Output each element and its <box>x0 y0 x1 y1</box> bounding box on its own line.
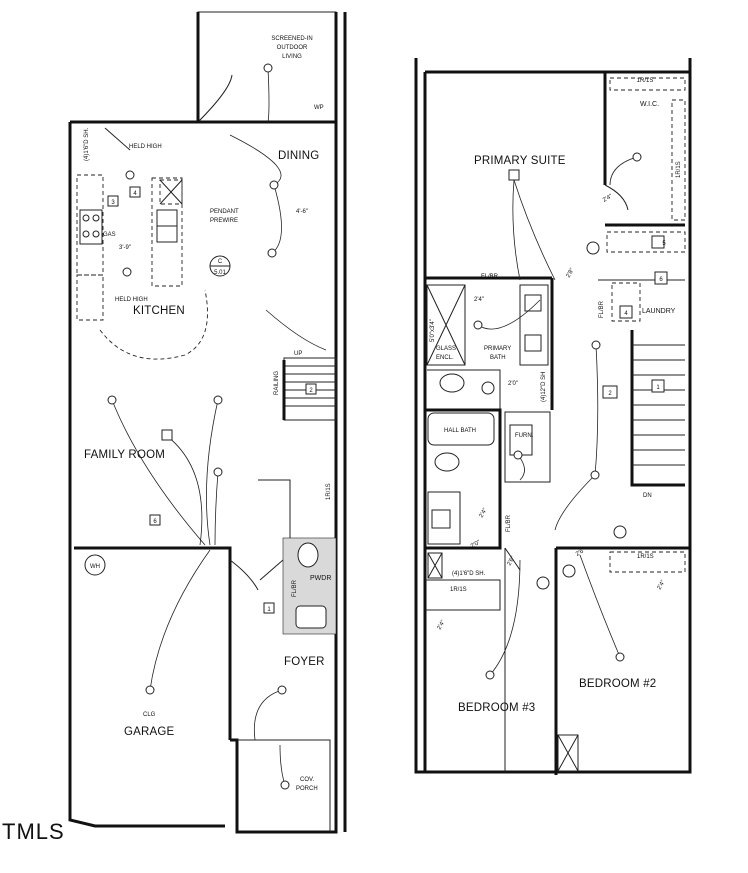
pwdr-label: PWDR <box>310 575 331 582</box>
dimension-2-4-c: 2'4" <box>479 507 489 519</box>
laundry-shelf <box>606 231 686 253</box>
dn-label: DN <box>643 493 652 499</box>
cov-label: COV. <box>300 777 314 783</box>
dimension-3-9: 3'-9" <box>119 245 131 251</box>
encl-label: ENCL. <box>436 355 454 361</box>
rs-label-b3: 1R/1S <box>450 587 467 593</box>
ceiling-fan-box-primary <box>508 169 520 181</box>
garage-label: GARAGE <box>124 726 175 738</box>
flbr-label-2: FL/BR <box>599 300 605 318</box>
tag-4-second: 4 <box>624 311 628 317</box>
railing-label: RAILING <box>274 371 280 395</box>
dimension-2-0: 2'0" <box>508 381 518 387</box>
held-high-label-1: HELD HIGH <box>129 144 162 150</box>
screened-in-label: SCREENED-IN <box>271 36 312 42</box>
outdoor-label: OUTDOOR <box>277 45 308 51</box>
wic-walls <box>603 72 685 227</box>
clg-label: CLG <box>143 712 156 718</box>
tag-1-second: 1 <box>656 385 660 391</box>
tag-2-first: 2 <box>309 388 313 394</box>
bedroom-2-label: BEDROOM #2 <box>579 678 656 690</box>
dimension-2-4-a: 2'4" <box>602 194 614 204</box>
sh-4-16-label: (4)1'6"D SH. <box>452 571 486 577</box>
dining-label: DINING <box>278 150 319 162</box>
porch-label: PORCH <box>296 786 318 792</box>
furnace-closet <box>504 411 551 483</box>
dimension-2-4-d: 2'4" <box>437 619 447 631</box>
rs-label-top: 1R/1S <box>637 78 654 84</box>
wp-label: WP <box>314 105 324 111</box>
hall-toilet <box>434 452 460 472</box>
tmls-logo: TMLS <box>2 819 65 844</box>
flbr-label-3: FL/BR <box>506 514 512 532</box>
bath-label: BATH <box>490 355 506 361</box>
dimension-2-8: 2'8" <box>566 267 576 279</box>
powder-sink <box>295 605 327 629</box>
rs-label-first: 1R/1S <box>326 483 332 500</box>
wic-label: W.I.C. <box>640 101 659 108</box>
dimension-2-0-b: 2'0" <box>470 540 482 550</box>
tag-6-second: 6 <box>659 277 663 283</box>
range <box>79 209 103 245</box>
dimension-2-4-e: 2'4" <box>657 579 667 591</box>
living-label: LIVING <box>282 54 302 60</box>
up-label: UP <box>294 351 302 357</box>
primary-suite-label: PRIMARY SUITE <box>474 155 566 167</box>
water-heater-circle <box>84 554 106 576</box>
rs-label-b2: 1R/1S <box>637 554 654 560</box>
primary-vanity <box>519 284 549 366</box>
ceiling-fan-box <box>161 429 173 441</box>
sh-4-12-label: (4)12"D SH <box>541 372 547 402</box>
primary-bath-walls <box>425 276 554 410</box>
dimension-2-4-b: 2'4" <box>474 297 484 303</box>
hall-bath-walls <box>425 408 502 550</box>
first-floor-outer-wall <box>68 120 338 834</box>
flbr-label-first: FL/BR <box>292 579 298 597</box>
gas-label: GAS <box>103 232 116 238</box>
tag-4: 4 <box>133 191 137 197</box>
kitchen-label: KITCHEN <box>133 305 185 317</box>
kitchen-island <box>151 177 183 287</box>
first-floor-plan: SCREENED-IN OUTDOOR LIVING WP DINING HEL… <box>68 11 347 834</box>
pendant-label: PENDANT <box>210 209 239 215</box>
dimension-2-6-b: 2'6" <box>575 548 587 558</box>
tag-5-second: 5 <box>662 241 666 247</box>
tag-501: 5.01 <box>214 270 226 276</box>
powder-toilet <box>297 542 319 568</box>
primary-toilet <box>439 373 465 393</box>
glass-label: GLASS <box>436 346 456 352</box>
family-room-label: FAMILY ROOM <box>84 449 165 461</box>
sh-shelf-label: (4)1'6"D SH. <box>84 127 90 161</box>
furn-label: FURN. <box>515 433 534 439</box>
foyer-label: FOYER <box>284 656 325 668</box>
dimension-4-6: 4'-6" <box>296 209 308 215</box>
dimension-5x3: 5'0"x3'4" <box>430 319 436 342</box>
primary-label: PRIMARY <box>484 346 511 352</box>
tag-2-second: 2 <box>608 391 612 397</box>
second-floor-plan: 1R/1S W.I.C. 1R/1S PRIMARY SUITE 2'4" 2'… <box>414 58 692 775</box>
dimension-2-6-a: 2'6" <box>507 555 517 567</box>
tag-1-first: 1 <box>267 607 271 613</box>
wh-label: WH <box>90 564 100 570</box>
tag-3: 3 <box>111 200 115 206</box>
laundry-label: LAUNDRY <box>642 308 676 315</box>
tag-6-first: 6 <box>153 519 157 525</box>
prewire-label: PREWIRE <box>210 218 238 224</box>
hall-vanity <box>427 491 461 545</box>
bedroom-3-label: BEDROOM #3 <box>458 702 535 714</box>
bathtub <box>427 412 495 446</box>
hall-bath-label: HALL BATH <box>444 428 476 434</box>
garage-wall <box>74 546 232 740</box>
held-high-label-2: HELD HIGH <box>115 297 148 303</box>
stairwell-wall <box>630 330 685 487</box>
flbr-label-1: FL/BR <box>481 274 499 280</box>
rs-label-side: 1R/1S <box>676 161 682 178</box>
tag-c: C <box>218 259 223 265</box>
